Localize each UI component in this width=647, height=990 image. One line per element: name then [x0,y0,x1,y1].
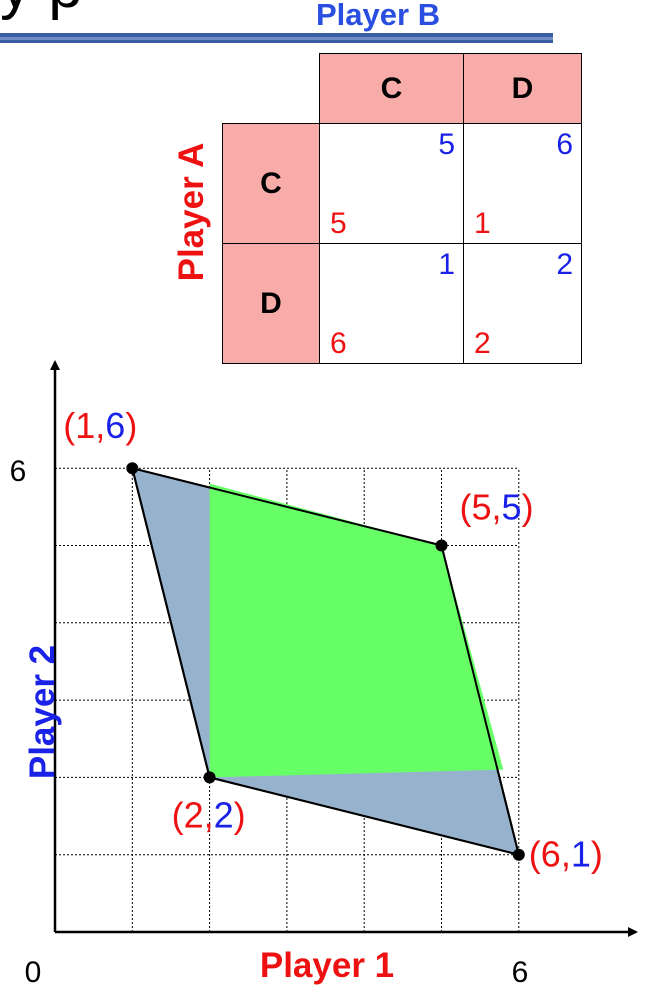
column-strategy-header: D [463,53,582,124]
player-b-payoff: 1 [438,248,455,281]
column-strategy-header: C [319,53,464,124]
row-strategy-header: C [222,123,320,244]
payoff-point [435,539,448,552]
individually-rational-region [209,483,504,778]
point-coordinate-label: (5,5) [460,487,534,528]
payoff-points: (1,6) (5,5) (2,2) (6,1) [63,405,603,875]
x-tick-label: 0 [25,956,42,989]
point-coordinate-label: (2,2) [172,794,246,835]
payoff-cell: 1 6 [319,243,464,364]
payoff-cell: 2 2 [463,243,582,364]
payoff-cell: 5 5 [319,123,464,244]
x-tick-label: 6 [512,956,529,989]
payoff-point [512,848,525,861]
player-a-payoff: 1 [474,207,491,240]
payoff-point [126,462,139,475]
title-underline-highlight [0,37,553,40]
player-a-payoff: 2 [474,327,491,360]
column-player-label: Player B [316,0,441,32]
payoff-matrix: C D C 5 5 6 1 D 1 6 2 2 [222,53,582,364]
player-b-payoff: 5 [438,128,455,161]
payoff-point [203,771,216,784]
y-tick-label: 6 [10,455,27,488]
point-coordinate-label: (1,6) [63,405,137,446]
player-b-payoff: 6 [556,128,573,161]
player-a-payoff: 5 [330,207,347,240]
row-strategy-header: D [222,243,320,364]
player-b-payoff: 2 [556,248,573,281]
player-a-payoff: 6 [330,327,347,360]
y-axis-label: Player 2 [23,645,62,779]
x-axis-label: Player 1 [260,946,394,985]
slide-title-fragment: y p [0,0,83,18]
point-coordinate-label: (6,1) [529,834,603,875]
